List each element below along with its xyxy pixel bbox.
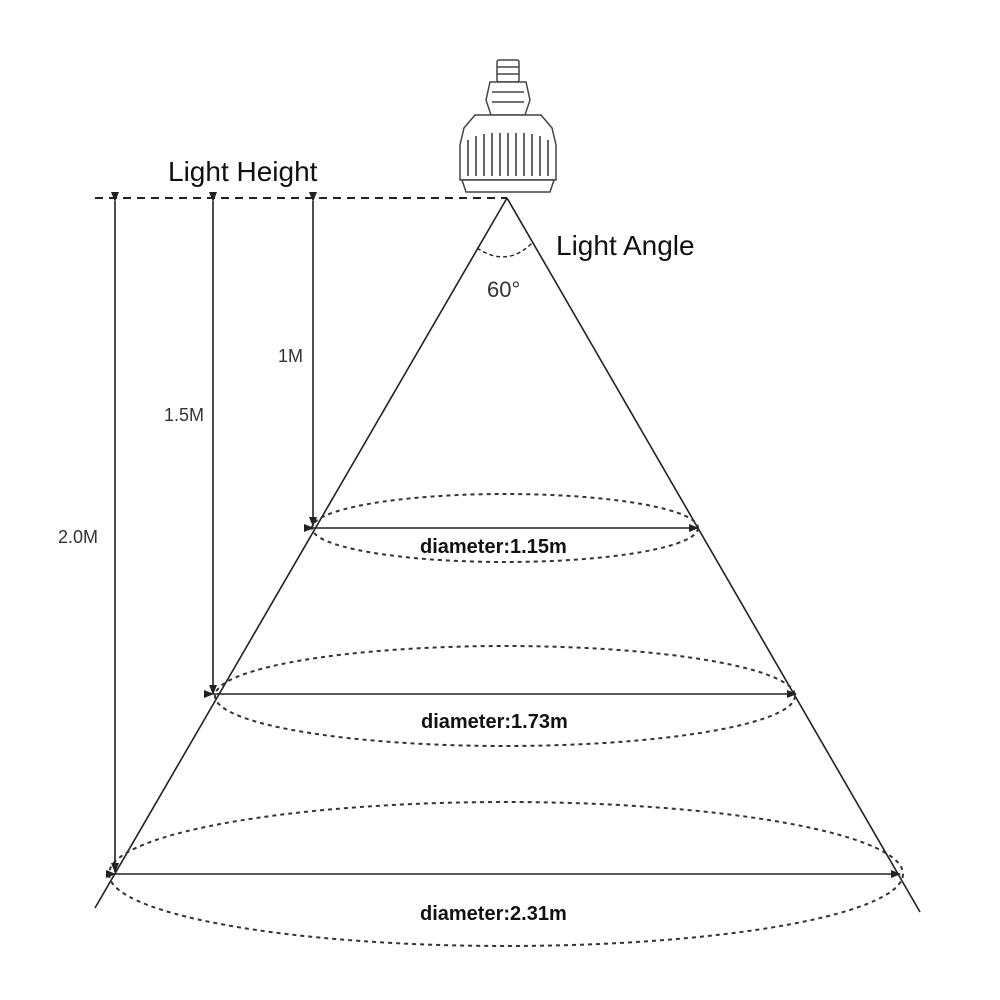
diameter-label-2m: diameter:2.31m bbox=[420, 903, 567, 925]
diameter-label-1m: diameter:1.15m bbox=[420, 536, 567, 558]
cone-left-edge bbox=[94, 197, 508, 909]
angle-arc bbox=[476, 242, 533, 258]
height-label-2m: 2.0M bbox=[58, 527, 99, 547]
light-angle-title: Light Angle bbox=[556, 230, 695, 261]
cone-right-edge bbox=[506, 197, 921, 913]
angle-value-label: 60° bbox=[487, 277, 521, 302]
led-bulb-icon bbox=[459, 59, 557, 193]
light-height-title: Light Height bbox=[168, 156, 318, 187]
height-label-1-5m: 1.5M bbox=[164, 405, 205, 425]
diameter-label-1-5m: diameter:1.73m bbox=[421, 711, 568, 733]
height-label-1m: 1M bbox=[278, 346, 304, 366]
